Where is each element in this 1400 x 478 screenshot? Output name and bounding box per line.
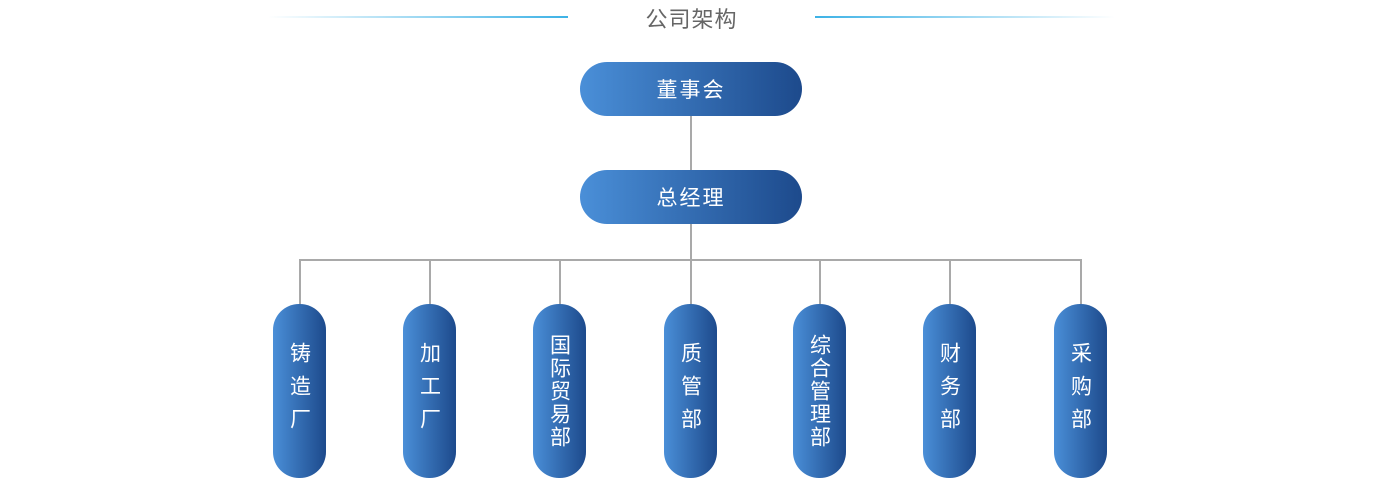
node-dept-processing[interactable]: 加工厂 bbox=[403, 304, 456, 478]
node-dept-international-trade[interactable]: 国际贸易部 bbox=[533, 304, 586, 478]
page-title: 公司架构 bbox=[645, 8, 738, 33]
title-line-right bbox=[815, 16, 1115, 18]
node-dept-finance[interactable]: 财务部 bbox=[923, 304, 976, 478]
node-general-manager[interactable]: 总经理 bbox=[580, 170, 802, 224]
node-board[interactable]: 董事会 bbox=[580, 62, 802, 116]
node-dept-purchasing[interactable]: 采购部 bbox=[1054, 304, 1107, 478]
section-title-bar: 公司架构 bbox=[0, 0, 1400, 34]
node-dept-general-admin[interactable]: 综合管理部 bbox=[793, 304, 846, 478]
title-line-left bbox=[268, 16, 568, 18]
node-dept-quality[interactable]: 质管部 bbox=[664, 304, 717, 478]
node-dept-casting[interactable]: 铸造厂 bbox=[273, 304, 326, 478]
